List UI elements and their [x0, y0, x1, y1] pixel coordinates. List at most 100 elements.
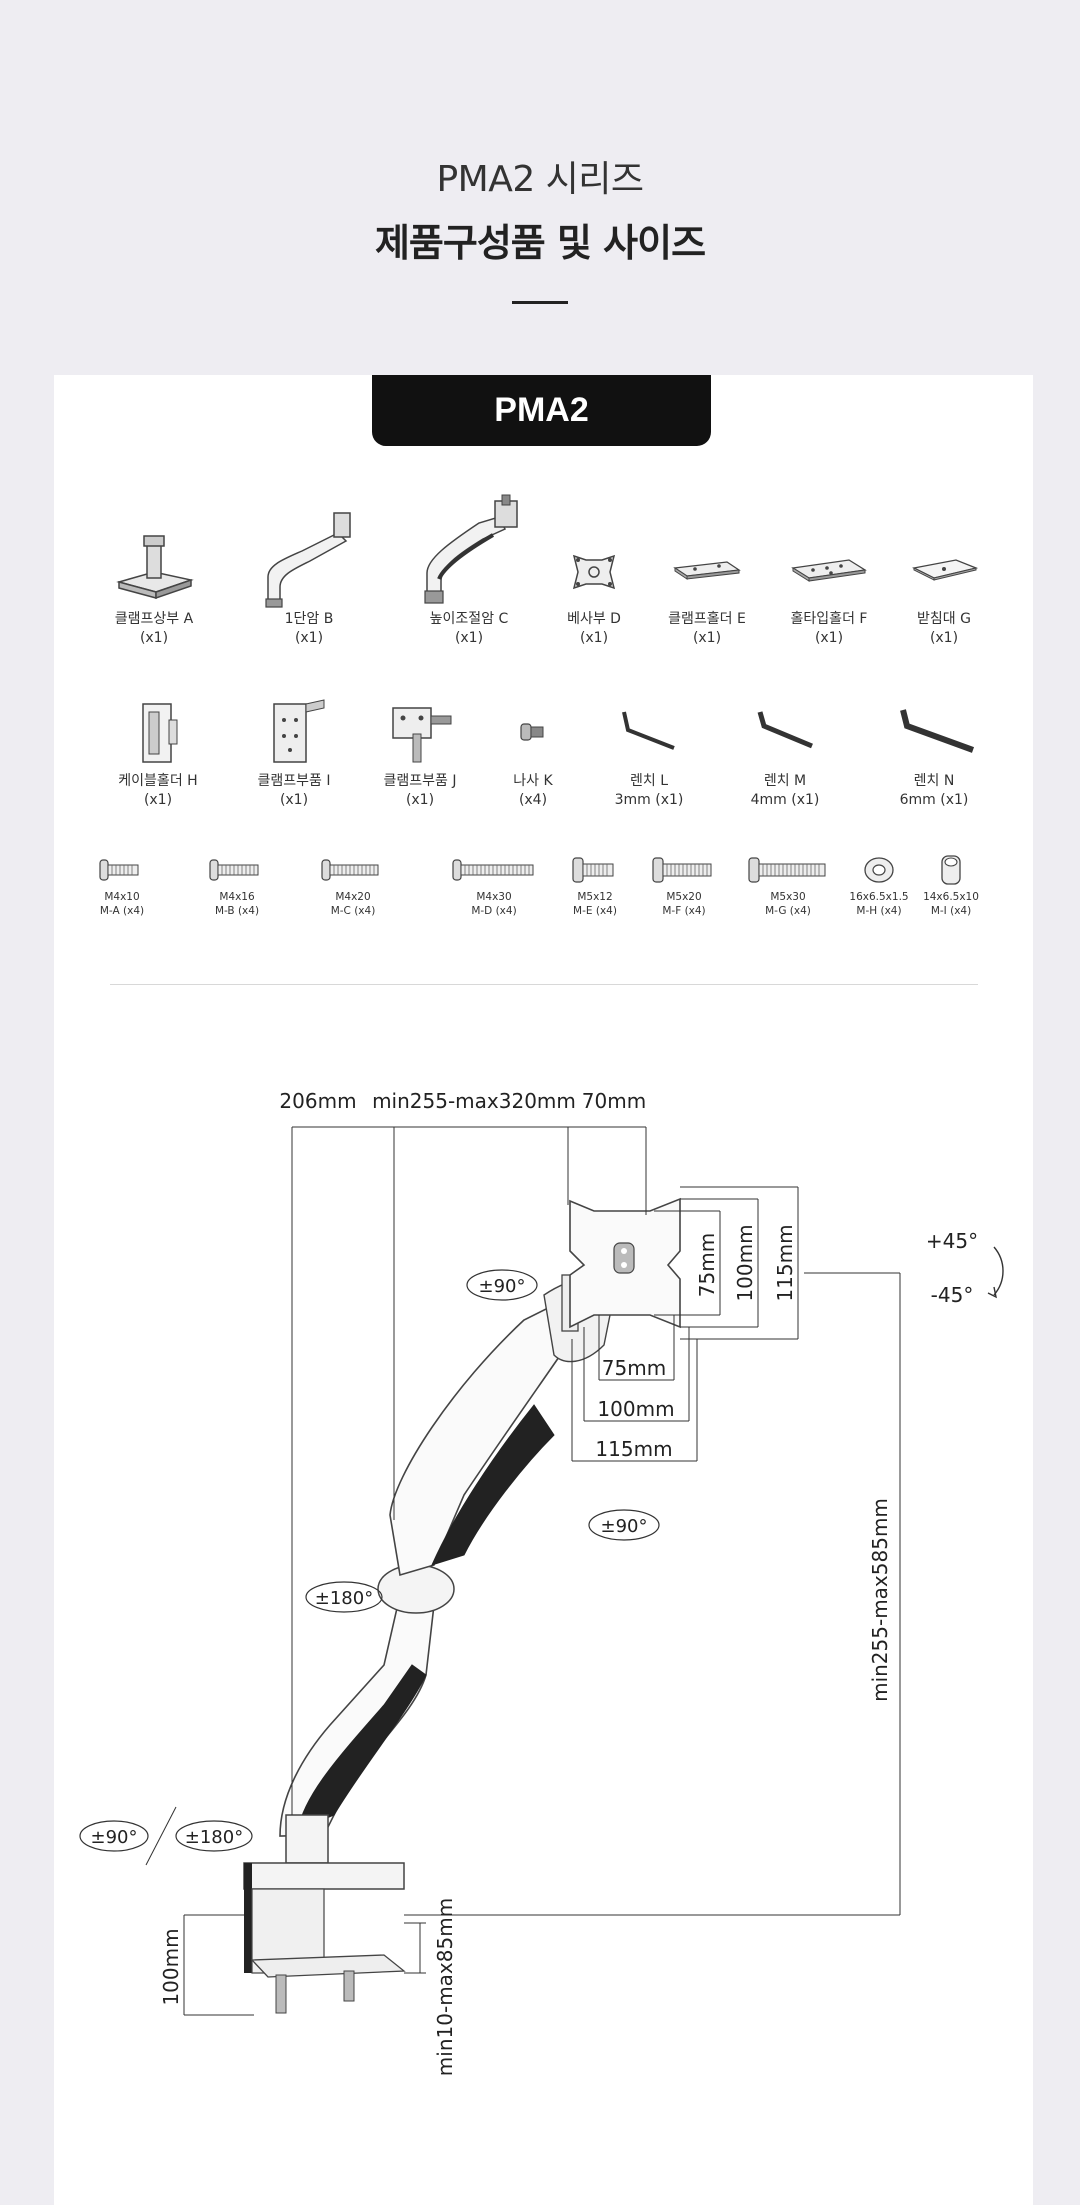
part-qty: (x1)	[929, 630, 959, 646]
spacer-m-i: 14x6.5x10 M-I (x4)	[916, 850, 986, 918]
hex-wrench-icon	[900, 709, 975, 753]
spacer-code: M-I (x4)	[930, 905, 972, 917]
part-name: 받침대 G	[917, 611, 971, 627]
screw-m-e: M5x12 M-E (x4)	[560, 850, 630, 918]
part-name: 클램프상부 A	[114, 611, 194, 627]
rotation-badge-base: ±90° ±180°	[79, 1806, 253, 1866]
part-hole-holder-f: 홀타입홀더 F (x1)	[774, 520, 884, 648]
screw-size: M4x20	[335, 891, 371, 903]
part-name: 나사 K	[513, 773, 553, 789]
screw-size: M5x12	[577, 891, 613, 903]
washer-icon	[864, 857, 894, 883]
hex-wrench-icon	[757, 711, 813, 749]
part-name: 홀타입홀더 F	[790, 611, 868, 627]
spacer-size: 14x6.5x10	[923, 891, 979, 903]
part-qty: (x1)	[579, 630, 609, 646]
dim-70: 70mm	[582, 1089, 646, 1113]
part-base-g: 받침대 G (x1)	[894, 520, 994, 648]
part-arm-b: 1단암 B (x1)	[244, 505, 374, 648]
screw-m-a: M4x10 M-A (x4)	[82, 850, 162, 918]
part-qty: 6mm (x1)	[899, 792, 969, 808]
part-qty: (x1)	[814, 630, 844, 646]
part-qty: (x1)	[294, 630, 324, 646]
washer-code: M-H (x4)	[856, 905, 902, 917]
screw-size: M5x30	[770, 891, 806, 903]
part-name: 클램프부품 J	[383, 773, 457, 789]
screw-code: M-G (x4)	[765, 905, 811, 917]
screw-size: M4x30	[476, 891, 512, 903]
part-qty: (x1)	[279, 792, 309, 808]
monitor-arm-drawing	[243, 1197, 681, 2014]
clamp-top-icon	[116, 535, 194, 600]
screw-m-c: M4x20 M-C (x4)	[308, 850, 398, 918]
screw-m-f: M5x20 M-F (x4)	[644, 850, 724, 918]
part-qty: (x1)	[143, 792, 173, 808]
clamp-part-i-icon	[273, 699, 325, 763]
screw-m-d: M4x30 M-D (x4)	[444, 850, 544, 918]
dim-vesa-115w: 115mm	[595, 1437, 672, 1461]
part-qty: 3mm (x1)	[614, 792, 684, 808]
dim-clamp-range: min10-max85mm	[433, 1898, 457, 2076]
part-vesa-d: 베사부 D (x1)	[554, 520, 634, 648]
section-divider	[110, 984, 978, 985]
washer-size: 16x6.5x1.5	[849, 891, 909, 903]
washer-m-h: 16x6.5x1.5 M-H (x4)	[844, 850, 914, 918]
dim-reach: min255-max320mm	[372, 1089, 576, 1113]
part-qty: (x4)	[518, 792, 548, 808]
part-wrench-m: 렌치 M 4mm (x1)	[730, 690, 840, 810]
screw-icon	[652, 857, 712, 883]
part-name: 렌치 L	[629, 773, 668, 789]
spacer-icon	[941, 855, 961, 885]
screw-code: M-E (x4)	[573, 905, 617, 917]
part-clamp-part-j: 클램프부품 J (x1)	[360, 690, 480, 810]
cable-holder-icon	[142, 703, 178, 763]
clamp-holder-icon	[673, 561, 741, 580]
page-header: PMA2 시리즈 제품구성품 및 사이즈	[0, 150, 1080, 304]
base-plate-icon	[911, 559, 979, 581]
tilt-arc-icon	[993, 1246, 1004, 1296]
screw-size: M4x10	[104, 891, 140, 903]
screw-icon	[572, 857, 614, 883]
part-clamp-holder-e: 클램프홀더 E (x1)	[652, 520, 762, 648]
rotation-base-b-label: ±180°	[185, 1827, 243, 1848]
screw-icon	[321, 859, 379, 881]
part-qty: (x1)	[692, 630, 722, 646]
model-badge: PMA2	[372, 375, 711, 446]
dim-vesa-100h: 100mm	[733, 1224, 757, 1301]
single-arm-icon	[265, 512, 351, 608]
dim-vesa-75w: 75mm	[602, 1356, 666, 1380]
dimension-diagram: 206mm min255-max320mm 70mm 75mm 100mm 11…	[79, 1089, 1004, 2076]
dim-clamp-100: 100mm	[159, 1928, 183, 2005]
screw-code: M-F (x4)	[662, 905, 706, 917]
main-title: 제품구성품 및 사이즈	[374, 221, 706, 265]
hex-wrench-icon	[622, 711, 675, 750]
part-height-arm-c: 높이조절암 C (x1)	[394, 493, 544, 648]
part-qty: (x1)	[454, 630, 484, 646]
part-name: 클램프부품 I	[257, 773, 331, 789]
part-qty: 4mm (x1)	[750, 792, 820, 808]
part-qty: (x1)	[139, 630, 169, 646]
part-clamp-top-a: 클램프상부 A (x1)	[94, 520, 214, 648]
part-screw-k: 나사 K (x4)	[498, 690, 568, 810]
title-underline	[512, 301, 568, 304]
screw-icon	[209, 859, 259, 881]
tilt-down: -45°	[931, 1283, 974, 1307]
screw-size: M4x16	[219, 891, 255, 903]
top-dimension-lines	[291, 1126, 647, 1815]
clamp-part-j-icon	[392, 707, 452, 763]
vesa-horizontal-lines	[571, 1315, 698, 1462]
part-name: 높이조절암 C	[429, 611, 509, 627]
vesa-plate-icon	[572, 554, 616, 590]
screw-m-g: M5x30 M-G (x4)	[738, 850, 838, 918]
dim-vesa-100w: 100mm	[597, 1397, 674, 1421]
screw-code: M-C (x4)	[330, 905, 376, 917]
screw-code: M-B (x4)	[214, 905, 260, 917]
dim-height: min255-max585mm	[868, 1498, 892, 1702]
clamp-dimension-lines	[183, 1914, 426, 2016]
product-card: PMA2 클램프상부 A (x1) 1단암 B (x1) 높이조절암 C	[54, 375, 1033, 2205]
screw-size: M5x20	[666, 891, 702, 903]
dim-vesa-75h: 75mm	[695, 1233, 719, 1297]
part-name: 베사부 D	[567, 611, 621, 627]
part-wrench-n: 렌치 N 6mm (x1)	[874, 690, 994, 810]
screw-icon	[748, 857, 826, 883]
